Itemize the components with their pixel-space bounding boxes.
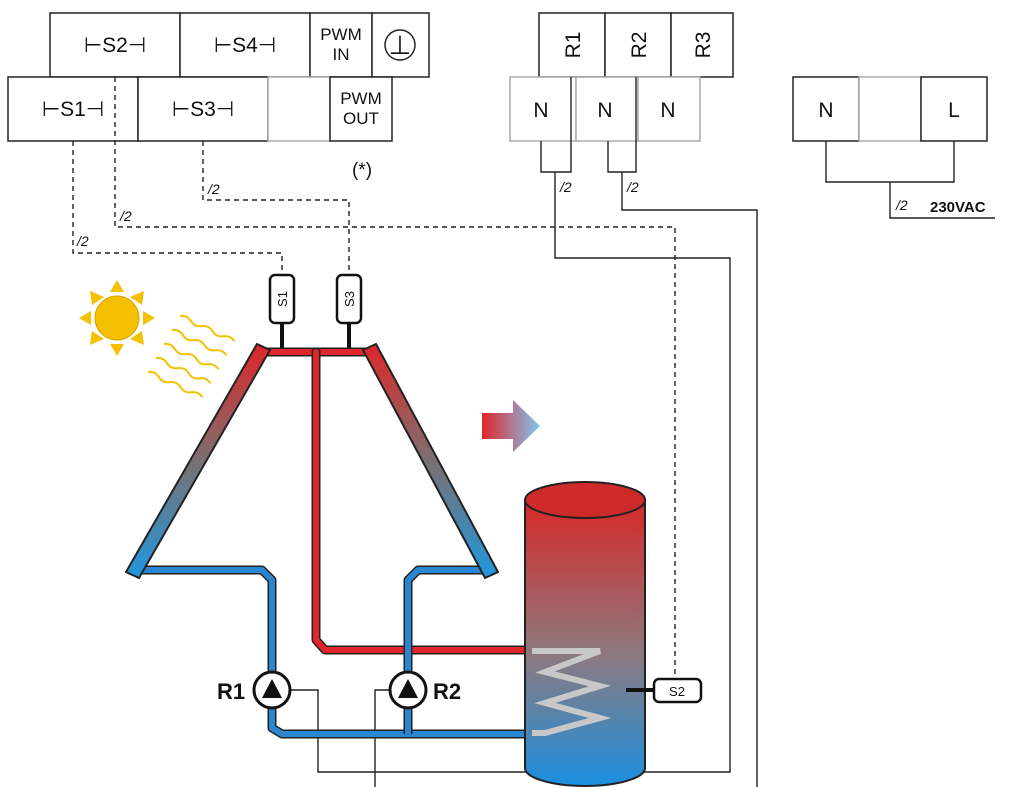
wire-label-power: /2 [895,197,908,213]
storage-tank [524,481,646,787]
sensor-wiring [72,77,676,680]
terminal-r1: R1 [562,32,585,59]
sensor-s2: S2 [626,677,703,704]
svg-text:S2: S2 [669,684,685,699]
pump-r1: R1 [217,670,292,710]
terminal-n1: N [533,99,548,122]
collector-left [124,342,272,580]
supply-voltage-label: 230VAC [930,199,986,216]
terminal-s1: ⊢S1⊣ [42,98,104,121]
relay-terminal-block: R1 R2 R3 N N N [509,12,734,142]
terminal-pwm-in-bottom: IN [333,45,350,64]
sun-rays-icon [147,314,236,398]
wire-label-s3: /2 [207,181,220,197]
wire-label-r2: /2 [626,179,639,195]
terminal-pwm-out-bottom: OUT [343,109,379,128]
pump-r2-arrow-icon [398,679,418,698]
pump-r2-label: R2 [433,679,461,704]
power-terminal-block: N L [792,76,988,142]
heat-flow-arrow-icon [482,400,540,452]
relay-wiring [290,77,995,787]
sensor-s3: S3 [335,273,363,352]
terminal-power-l: L [948,99,960,122]
pump-r1-arrow-icon [262,679,282,698]
pump-r2: R2 [388,670,461,710]
sensor-terminal-block: ⊢S2⊣ ⊢S4⊣ PWM IN ⊥ ⊢S1⊣ ⊢S3⊣ PWM OUT [7,12,430,142]
terminal-n2: N [597,99,612,122]
pwm-note: (*) [352,160,372,181]
terminal-pwm-in-top: PWM [320,25,362,44]
terminal-s2: ⊢S2⊣ [84,34,146,57]
wire-label-s1: /2 [76,233,89,249]
ground-symbol-icon: ⊥ [389,30,412,60]
ground-circle-icon [384,29,416,61]
wire-label-s2: /2 [119,208,132,224]
svg-text:S3: S3 [342,291,357,307]
terminal-power-n: N [818,99,833,122]
terminal-n3: N [660,99,675,122]
cold-pipes [135,565,540,739]
terminal-s4: ⊢S4⊣ [214,34,276,57]
heat-exchanger-coil [532,648,612,736]
terminal-pwm-out-top: PWM [340,89,382,108]
pump-r1-label: R1 [217,679,245,704]
terminal-r3: R3 [692,32,715,59]
terminal-r2: R2 [628,32,651,59]
terminal-s3: ⊢S3⊣ [172,98,234,121]
hot-pipes [263,347,545,655]
sensor-s1: S1 [268,273,296,352]
collector-right [361,342,500,580]
sun-icon [79,280,155,356]
svg-text:S1: S1 [275,291,290,307]
wire-label-r1: /2 [559,179,572,195]
